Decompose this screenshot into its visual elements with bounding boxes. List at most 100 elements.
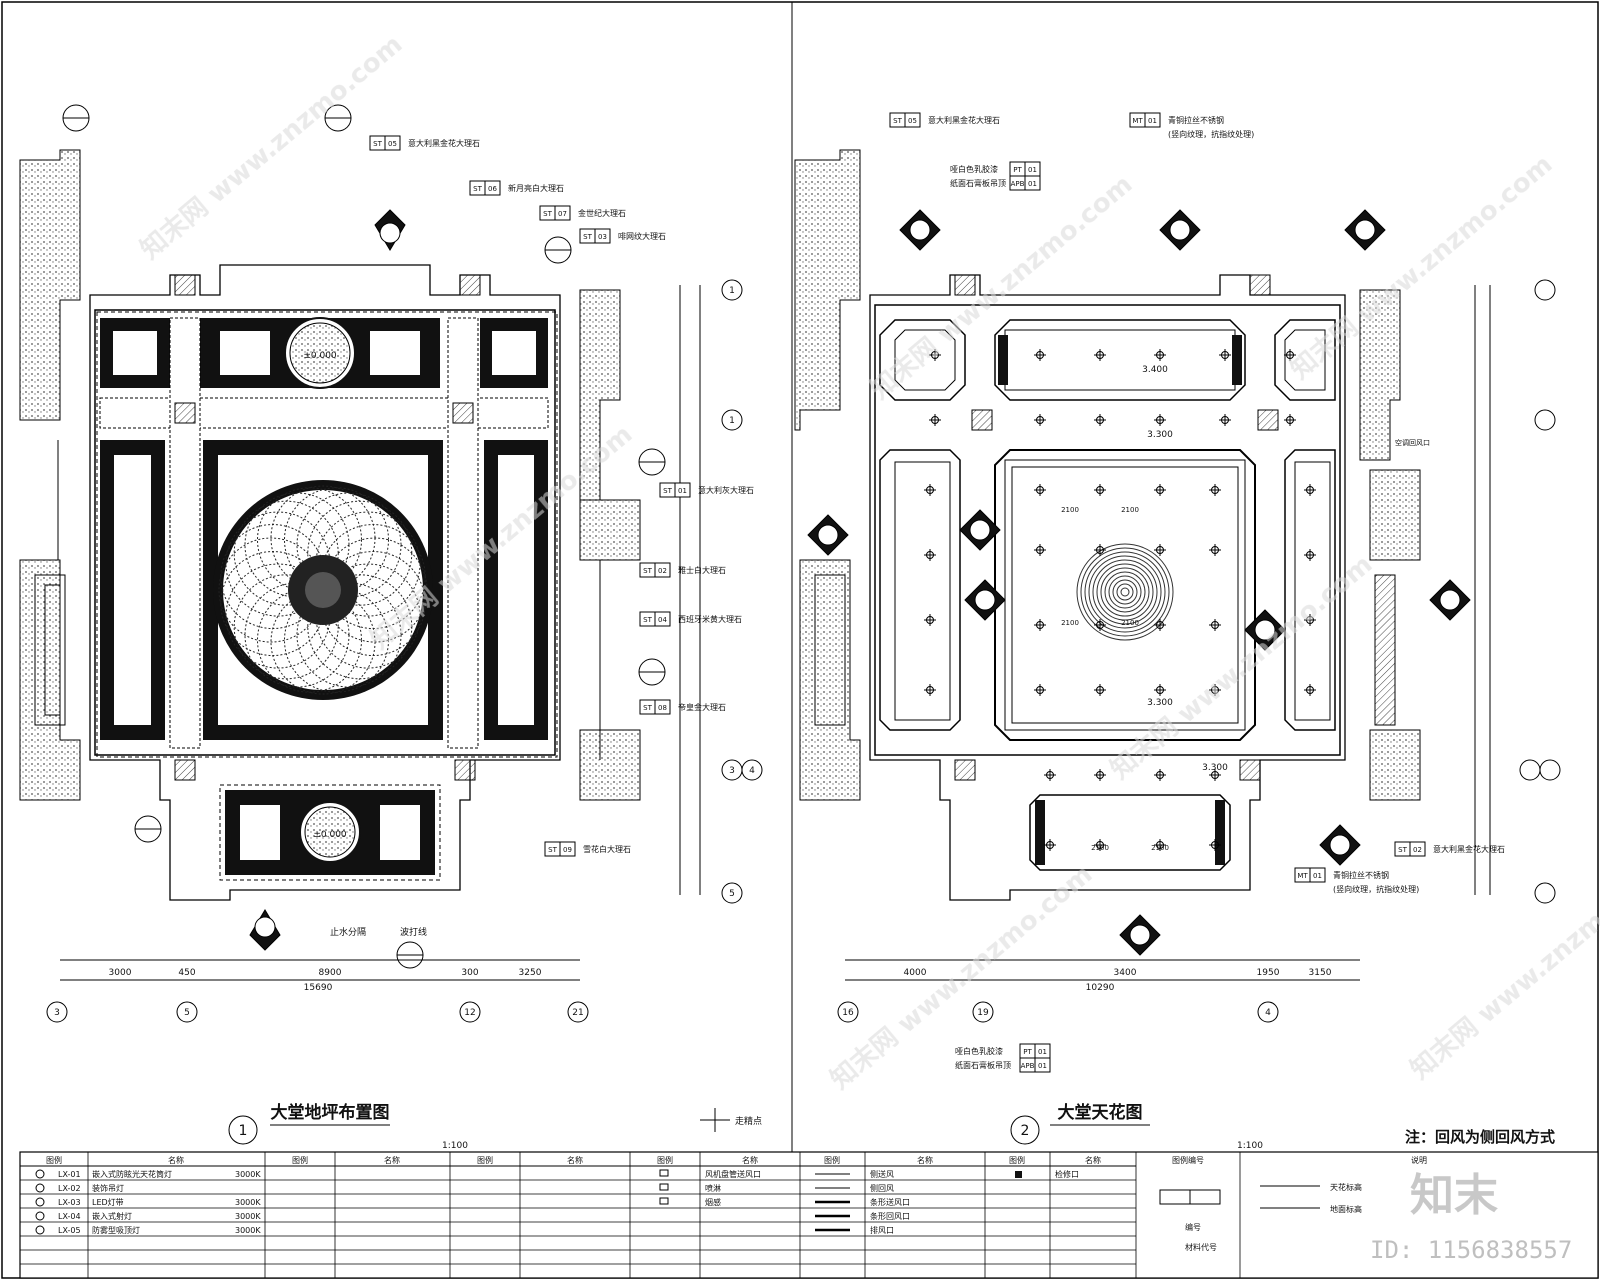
legend-header: 图例 (46, 1155, 62, 1165)
ceiling-ring (1104, 571, 1146, 613)
downlight-icon (1154, 769, 1166, 781)
callout-text: 金世纪大理石 (578, 208, 626, 218)
brand-logo: 知末 (1410, 1170, 1498, 1221)
callout-text: 雅士白大理石 (678, 565, 726, 575)
downlight-icon (1094, 349, 1106, 361)
downlight-icon (1304, 614, 1316, 626)
downlight-icon (1094, 769, 1106, 781)
callout-text: 啡网纹大理石 (618, 231, 666, 241)
downlight-icon (1304, 484, 1316, 496)
callout-code: ST (583, 233, 592, 241)
inner-dim: 2100 (1061, 506, 1079, 514)
legend-header: 名称 (917, 1155, 933, 1165)
callout-num: 01 (1038, 1048, 1047, 1056)
medallion-arc (315, 511, 421, 617)
legend-header: 名称 (742, 1155, 758, 1165)
legend-name: 嵌入式射灯 (92, 1211, 132, 1221)
north-label: 走精点 (735, 1115, 762, 1127)
axis-label: 1 (729, 286, 735, 296)
downlight-icon (1304, 684, 1316, 696)
downlight-icon (1209, 619, 1221, 631)
dimension-total: 10290 (1086, 983, 1115, 993)
scale-right: 1:100 (1237, 1141, 1263, 1151)
callout-text: 意大利黑金花大理石 (408, 138, 480, 148)
left-axis-labels: 1 1 3 4 5 3 5 12 21 3000 450 8900 300 32… (54, 286, 755, 1139)
ceiling-plan-right (794, 149, 1491, 981)
legend-code-note: 编号 (1185, 1222, 1201, 1232)
callout-num: 01 (678, 487, 687, 495)
ceiling-ring (1108, 575, 1142, 609)
callout-text: 意大利黑金花大理石 (928, 115, 1000, 125)
callout-text: 青铜拉丝不锈钢 (1333, 870, 1389, 880)
ceiling-level: 3.400 (1142, 365, 1168, 375)
legend-spec: 3000K (235, 1170, 261, 1179)
legend-name: 防雾型吸顶灯 (92, 1225, 140, 1235)
right-axis-labels: 16 19 4 4000 3400 1950 3150 10290 3.400 … (842, 365, 1331, 1139)
legend-name: 嵌入式防眩光天花筒灯 (92, 1169, 172, 1179)
downlight-icon (1034, 414, 1046, 426)
ceiling-ring (1084, 551, 1166, 633)
dimension-label: 4000 (904, 968, 927, 978)
callout-code: ST (548, 846, 557, 854)
legend-header: 图例 (292, 1155, 308, 1165)
inner-dim: 2100 (1091, 844, 1109, 852)
downlight-icon (1094, 619, 1106, 631)
downlight-icon (1219, 349, 1231, 361)
legend-header: 图例 (477, 1155, 493, 1165)
downlight-icon (1154, 484, 1166, 496)
image-id: ID: 1156838557 (1370, 1236, 1572, 1264)
downlight-icon (1154, 839, 1166, 851)
callout-num: 01 (1028, 180, 1037, 188)
legend-symbol (1015, 1171, 1022, 1178)
light-icon (35, 1183, 45, 1193)
note-text: 波打线 (400, 926, 427, 938)
downlight-icon (1154, 349, 1166, 361)
legend-level-note: 天花标高 (1330, 1182, 1362, 1192)
downlight-icon (1304, 549, 1316, 561)
downlight-icon (924, 549, 936, 561)
callout-code: ST (373, 140, 382, 148)
downlight-icon (1034, 484, 1046, 496)
watermark-text: 知末网 www.znzmo.com (825, 859, 1098, 1095)
legend-header: 图例编号 (1172, 1155, 1204, 1165)
callout-num: 02 (658, 567, 667, 575)
axis-label: 4 (749, 766, 755, 776)
legend-item: 喷淋 (705, 1183, 721, 1193)
callout-code: MT (1132, 117, 1143, 125)
legend-header: 名称 (168, 1155, 184, 1165)
downlight-icon (924, 614, 936, 626)
callout-num: 03 (598, 233, 607, 241)
legend-header: 图例 (657, 1155, 673, 1165)
code-sample-box (1189, 1189, 1221, 1205)
legend-spec: 3000K (235, 1198, 261, 1207)
dimension-label: 450 (178, 968, 195, 978)
callout-num: 05 (388, 140, 397, 148)
side-note: 空调回风口 (1395, 438, 1430, 447)
ceiling-ring (1088, 555, 1162, 629)
downlight-icon (924, 684, 936, 696)
callout-num: 06 (488, 185, 497, 193)
callout-text: 雪花白大理石 (583, 844, 631, 854)
callout-num: 09 (563, 846, 572, 854)
downlight-icon (1094, 414, 1106, 426)
legend-header: 图例 (824, 1155, 840, 1165)
axis-label: 3 (729, 766, 735, 776)
dimension-label: 3000 (109, 968, 132, 978)
legend-item: 检修口 (1055, 1169, 1079, 1179)
medallion-arc (320, 524, 426, 629)
callout-code: MT (1297, 872, 1308, 880)
axis-label: 5 (729, 889, 735, 899)
callout-num: 08 (658, 704, 667, 712)
axis-label: 4 (1265, 1008, 1271, 1018)
ceiling-ring (1092, 559, 1158, 625)
callout-text: 哑白色乳胶漆 (955, 1046, 1003, 1056)
legend-table (19, 1151, 1599, 1279)
